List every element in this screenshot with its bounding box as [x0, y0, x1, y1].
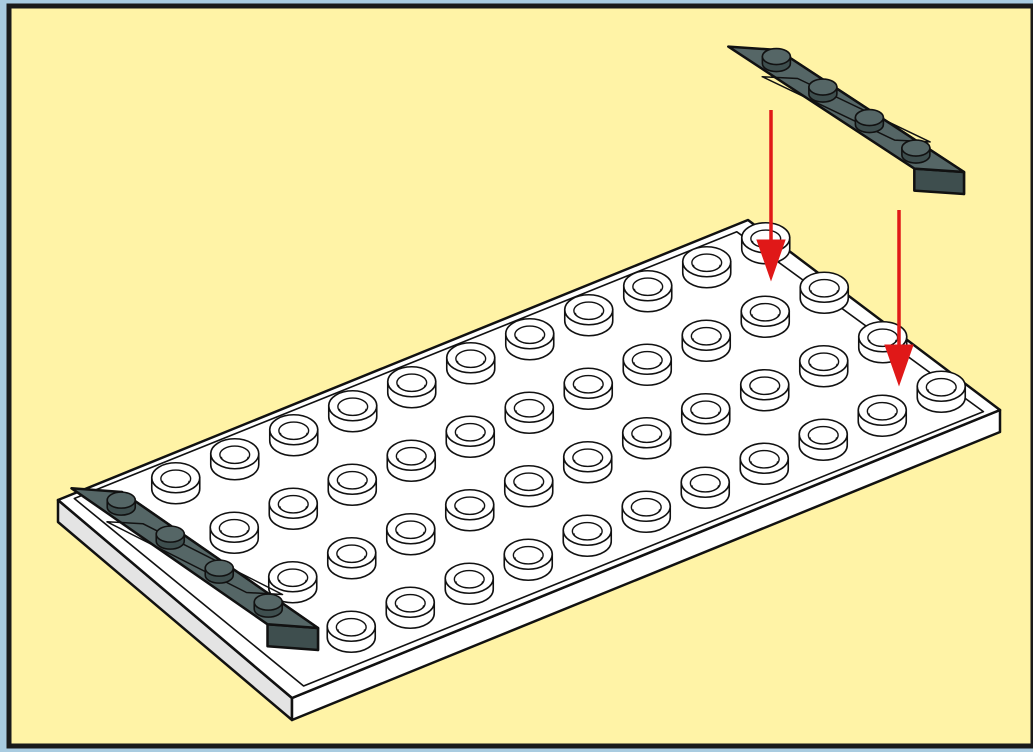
plate-stud	[504, 317, 555, 361]
tile-stud	[761, 47, 792, 73]
placement-arrows	[756, 110, 914, 387]
plate-stud	[386, 365, 437, 409]
tile-stud	[106, 491, 137, 516]
plate-stud	[327, 463, 378, 506]
plate-stud	[445, 415, 496, 458]
plate-stud	[681, 319, 732, 362]
down-arrow	[756, 110, 786, 282]
tile-groove	[106, 521, 284, 596]
plate-stud	[563, 367, 614, 410]
plate-stud	[150, 461, 201, 505]
plate-stud	[209, 437, 260, 481]
plate-stud	[680, 392, 731, 436]
plate-stud	[798, 418, 849, 461]
plate-stud	[562, 514, 613, 557]
plate-stud	[327, 389, 378, 433]
plate-stud	[444, 488, 495, 532]
tile-stud	[253, 593, 284, 618]
plate-stud	[385, 586, 436, 629]
plate-stud	[621, 416, 672, 460]
down-arrow	[884, 210, 914, 387]
tile-stud	[155, 525, 186, 550]
tile-stud	[204, 559, 235, 584]
tile-stud	[901, 139, 931, 164]
plate-stud	[209, 511, 260, 554]
plate-stud	[268, 413, 319, 457]
plate-stud	[681, 245, 732, 289]
plate-stud	[326, 610, 377, 653]
tile-left-installed	[70, 487, 320, 652]
plate-stud	[445, 341, 496, 385]
base-plate	[56, 218, 1002, 722]
plate-stud	[740, 295, 791, 338]
plate-stud	[739, 442, 790, 485]
tile-stud	[808, 78, 838, 103]
plate-stud	[503, 464, 554, 508]
plate-stud	[268, 487, 319, 530]
plate-stud	[739, 368, 790, 412]
plate-stud	[503, 538, 554, 581]
plate-stud	[680, 466, 731, 509]
plate-stud	[267, 560, 318, 604]
plate-stud	[563, 293, 614, 337]
plate-stud	[326, 536, 377, 580]
plate-stud	[622, 343, 673, 386]
plate-stud	[916, 370, 967, 413]
tile-right-placing	[727, 45, 966, 196]
plate-stud	[562, 440, 613, 484]
plate-stud	[622, 269, 673, 313]
plate-stud	[385, 512, 436, 556]
plate-stud	[621, 490, 672, 533]
tile-groove	[761, 75, 931, 143]
plate-stud	[386, 439, 437, 482]
plate-stud	[799, 271, 850, 314]
plate-stud	[857, 394, 908, 437]
plate-stud	[504, 391, 555, 434]
plate-stud	[444, 562, 495, 605]
plate-stud	[798, 344, 849, 388]
tile-stud	[854, 108, 885, 134]
